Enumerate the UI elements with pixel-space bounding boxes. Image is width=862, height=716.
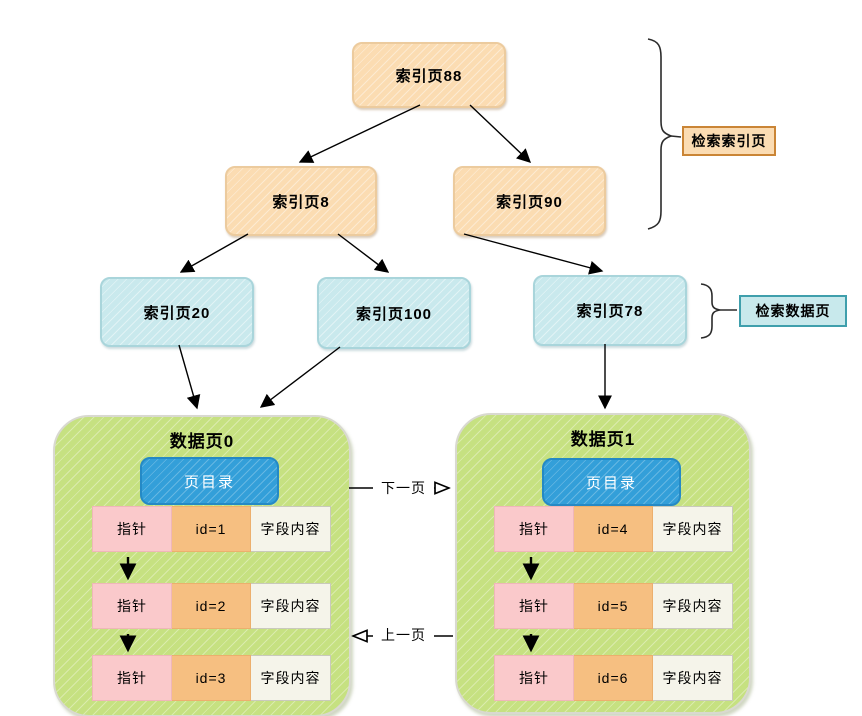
page-directory-button: 页目录 (542, 458, 681, 506)
record-row: 指针 id=5 字段内容 (494, 583, 733, 629)
content-cell: 字段内容 (251, 583, 331, 629)
pointer-cell: 指针 (494, 583, 574, 629)
pointer-cell: 指针 (92, 506, 172, 552)
index-page-100-node: 索引页100 (317, 277, 471, 349)
edge-20-to-datapage0 (178, 344, 201, 410)
pointer-cell: 指针 (494, 655, 574, 701)
record-row: 指针 id=3 字段内容 (92, 655, 331, 701)
next-page-label: 下一页 (373, 477, 434, 499)
id-cell: id=3 (172, 655, 251, 701)
index-page-20-node: 索引页20 (100, 277, 254, 347)
edge-90-to-78 (463, 233, 604, 275)
id-cell: id=2 (172, 583, 251, 629)
page-directory-button: 页目录 (140, 457, 279, 505)
edge-88-to-90 (469, 104, 532, 163)
search-data-pages-label: 检索数据页 (739, 295, 847, 327)
page-link-arrows (349, 488, 453, 636)
data-page-0-title: 数据页0 (169, 432, 235, 451)
pointer-cell: 指针 (92, 655, 172, 701)
record-row: 指针 id=6 字段内容 (494, 655, 733, 701)
record-row: 指针 id=4 字段内容 (494, 506, 733, 552)
tree-edges (178, 104, 612, 410)
index-search-brace-dash (670, 135, 682, 138)
id-cell: id=5 (574, 583, 653, 629)
index-page-88-node: 索引页88 (352, 42, 506, 108)
edge-100-to-datapage0 (259, 346, 341, 408)
index-search-brace (647, 38, 674, 230)
data-page-1-title: 数据页1 (570, 430, 636, 449)
pointer-cell: 指针 (92, 583, 172, 629)
edge-8-to-100 (337, 233, 390, 273)
record-row: 指针 id=1 字段内容 (92, 506, 331, 552)
content-cell: 字段内容 (251, 655, 331, 701)
index-page-90-node: 索引页90 (453, 166, 606, 236)
edge-8-to-20 (179, 233, 249, 273)
content-cell: 字段内容 (653, 655, 733, 701)
content-cell: 字段内容 (653, 506, 733, 552)
pointer-cell: 指针 (494, 506, 574, 552)
record-row: 指针 id=2 字段内容 (92, 583, 331, 629)
index-page-78-node: 索引页78 (533, 275, 687, 346)
data-search-brace (700, 283, 721, 339)
content-cell: 字段内容 (251, 506, 331, 552)
index-page-8-node: 索引页8 (225, 166, 377, 236)
search-index-pages-label: 检索索引页 (682, 126, 776, 156)
id-cell: id=1 (172, 506, 251, 552)
id-cell: id=4 (574, 506, 653, 552)
id-cell: id=6 (574, 655, 653, 701)
prev-page-label: 上一页 (373, 624, 434, 646)
edge-88-to-8 (298, 104, 421, 163)
data-page-1: 数据页1 页目录 指针 id=4 字段内容 指针 id=5 字段内容 指针 id… (455, 413, 751, 714)
data-page-0: 数据页0 页目录 指针 id=1 字段内容 指针 id=2 字段内容 指针 id… (53, 415, 351, 716)
content-cell: 字段内容 (653, 583, 733, 629)
